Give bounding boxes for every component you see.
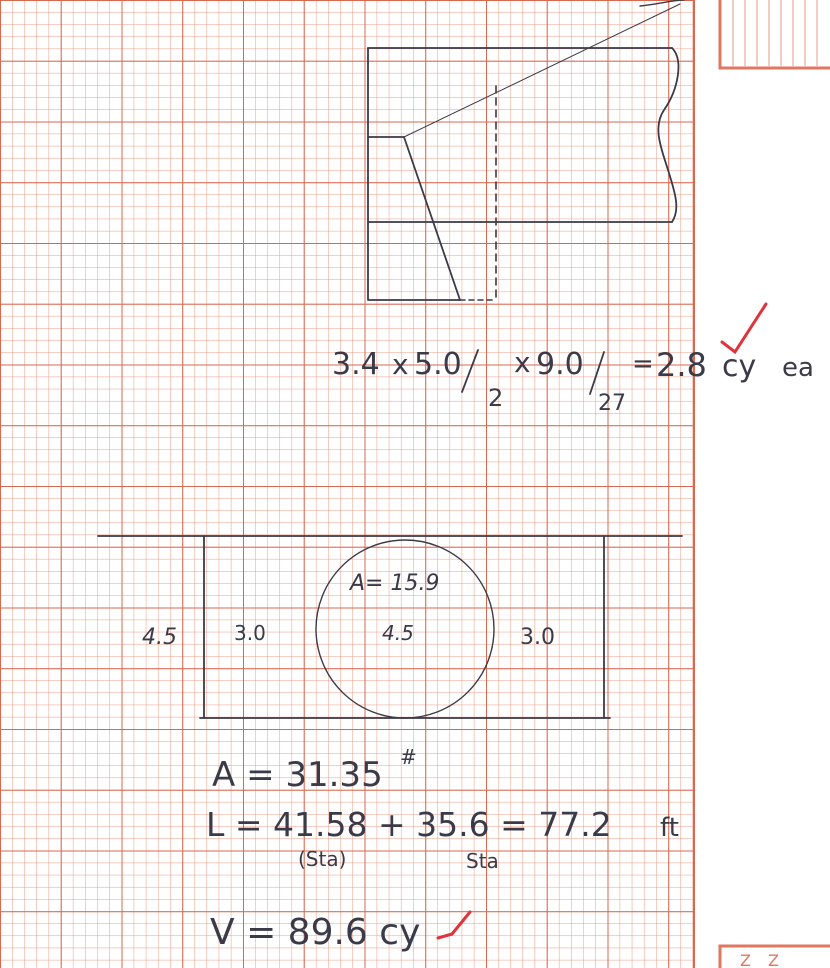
circle-area-label: A= 15.9 (348, 571, 439, 596)
volume-result: V = 89.6 cy (210, 912, 420, 953)
check-mark-1 (720, 302, 768, 355)
sta-left-label: (Sta) (298, 847, 346, 871)
height-label: 4.5 (142, 625, 177, 650)
sta-right-label: Sta (466, 849, 499, 873)
results: A = 31.35 # L = 41.58 + 35.6 = 77.2 ft (… (206, 745, 679, 953)
calc-times-2: x (514, 346, 531, 379)
right-width-label: 3.0 (520, 625, 555, 650)
title-block-top (718, 0, 830, 70)
area-result: A = 31.35 (212, 755, 383, 795)
bottom-stamp: Z Z (740, 951, 785, 968)
sketch-2-drawing (97, 535, 683, 719)
title-block-bottom: Z Z (718, 944, 830, 968)
length-unit: ft (660, 813, 679, 843)
calc-equals: = (632, 349, 654, 379)
check-mark-2 (436, 910, 472, 940)
sketch-2-labels: A= 15.9 4.5 3.0 4.5 3.0 (142, 571, 555, 650)
circle-diameter-label: 4.5 (382, 621, 414, 645)
left-width-label: 3.0 (234, 621, 266, 645)
calc-dim-1: 3.4 (332, 347, 380, 382)
length-result: L = 41.58 + 35.6 = 77.2 (206, 805, 612, 844)
calc-dim-3: 9.0 (536, 347, 584, 382)
calc-divisor-1: 2 (488, 384, 503, 412)
calc-divisor-2: 27 (598, 391, 626, 416)
calc-unit: cy (722, 349, 756, 384)
calc-dim-2: 5.0 (414, 347, 462, 382)
sketch-1-drawing (367, 0, 685, 301)
calc-times-1: x (392, 348, 409, 381)
calc-divide-slash-2 (589, 351, 605, 395)
calc-divide-slash-1 (461, 349, 479, 393)
area-unit: # (400, 745, 417, 769)
grid (0, 0, 695, 968)
sketch-1-calculation: 3.4 x 5.0 2 x 9.0 27 = 2.8 cy ea (332, 302, 814, 416)
calc-result: 2.8 (656, 346, 707, 384)
calc-suffix: ea (782, 353, 814, 383)
